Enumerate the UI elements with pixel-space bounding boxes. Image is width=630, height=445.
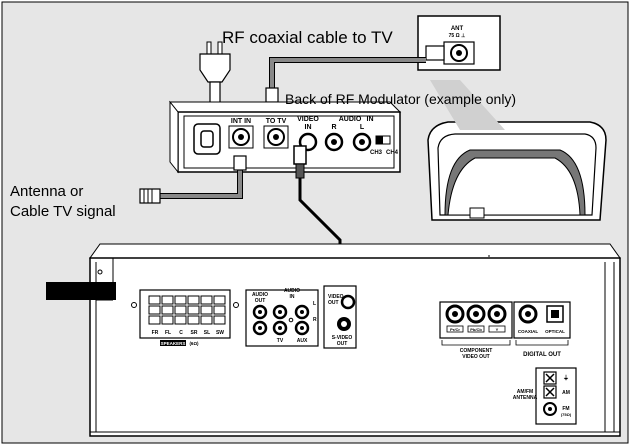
mod-audio-label: AUDIO: [339, 116, 362, 123]
mod-int-in-label: INT IN: [231, 118, 251, 125]
rf-modulator-box: INT IN TO TV VIDEO IN AUDIO IN R L CH3 C…: [168, 100, 402, 174]
mod-ch4-label: CH4: [386, 150, 399, 156]
speaker-terminal-slot: [213, 295, 226, 305]
speaker-terminal-slot: [174, 295, 187, 305]
svg-text:SPEAKERS: SPEAKERS: [161, 341, 186, 346]
speakers-tag: [160, 340, 186, 346]
speaker-terminal-slot: [187, 305, 200, 315]
am-fm-antenna-panel: ⏚ AM FM (75Ω) AM/FM ANTENNA: [513, 367, 577, 425]
audio-in-label-1: AUDIO: [284, 288, 300, 294]
speaker-terminal-slot: [200, 305, 213, 315]
speaker-terminal-slot: [148, 315, 161, 325]
video-out-label-1: VIDEO: [328, 294, 344, 300]
speaker-terminal-slot: [200, 295, 213, 305]
tv-antenna-panel: ANT 75 Ω ⊥: [417, 15, 501, 71]
speaker-terminal-slot: [187, 315, 200, 325]
modulator-label: Back of RF Modulator (example only): [285, 91, 516, 107]
speaker-terminal-slot: [213, 305, 226, 315]
am-fm-label-1: AM/FM: [517, 389, 533, 395]
audio-out-label-2: OUT: [255, 298, 266, 304]
speaker-terminal-slot: [213, 315, 226, 325]
spk-label-fl: FL: [165, 330, 171, 336]
component-label-1: COMPONENT: [460, 348, 493, 354]
mod-video-label: VIDEO: [297, 116, 319, 123]
rf-cable-plug: [265, 87, 279, 103]
antenna-plug: [139, 188, 161, 204]
audio-out-label-1: AUDIO: [252, 292, 268, 298]
speakers-ohm: (6Ω): [189, 341, 199, 346]
redaction-bar: [46, 282, 116, 300]
component-pb-label: Pb/Cb: [470, 327, 482, 332]
audio-jacks-panel: AUDIO OUT AUDIO IN L R TV AUX: [245, 288, 319, 347]
video-out-label-2: OUT: [328, 300, 339, 306]
am-label: AM: [562, 390, 570, 396]
mod-r-label: R: [331, 124, 336, 131]
am-fm-label-2: ANTENNA: [513, 395, 538, 401]
speaker-terminal-slot: [161, 295, 174, 305]
spk-label-fr: FR: [152, 330, 159, 336]
fm-ohm-label: (75Ω): [561, 412, 572, 417]
speaker-terminal-slot: [187, 295, 200, 305]
video-out-panel: VIDEO OUT S-VIDEO OUT: [323, 285, 357, 349]
spk-label-sw: SW: [216, 330, 224, 336]
component-video-panel: Pr/Cr Pb/Cb Y COMPONENT VIDEO OUT: [439, 301, 513, 360]
coaxial-label: COAXIAL: [518, 329, 539, 334]
audio-aux-label: AUX: [297, 338, 308, 344]
audio-in-label-2: IN: [290, 294, 295, 300]
audio-tv-label: TV: [277, 338, 284, 344]
video-out-jack: [340, 294, 356, 310]
fm-label: FM: [562, 406, 569, 412]
speaker-terminal-slot: [200, 315, 213, 325]
digital-out-label: DIGITAL OUT: [523, 352, 561, 358]
speaker-terminals: FR FL C SR SL SW SPEAKERS (6Ω): [131, 289, 239, 346]
tv-set: [427, 80, 607, 221]
speaker-terminal-slot: [148, 305, 161, 315]
audio-r-label: R: [313, 317, 317, 323]
antenna-label-line2: Cable TV signal: [10, 203, 116, 220]
mod-to-tv-label: TO TV: [266, 118, 287, 125]
antenna-label-line1: Antenna or: [10, 183, 83, 200]
component-pr-label: Pr/Cr: [450, 327, 460, 332]
speaker-terminal-slot: [174, 305, 187, 315]
digital-out-panel: COAXIAL OPTICAL DIGITAL OUT: [513, 301, 571, 358]
spk-label-sl: SL: [204, 330, 210, 336]
component-y-label: Y: [496, 327, 499, 332]
ground-symbol: ⏚: [563, 375, 569, 382]
speaker-terminal-slot: [148, 295, 161, 305]
mod-l-label: L: [360, 124, 365, 131]
speaker-terminal-slot: [161, 315, 174, 325]
spk-label-c: C: [179, 330, 183, 336]
tv-ant-sub-label: 75 Ω ⊥: [449, 33, 466, 39]
svideo-label-2: OUT: [337, 341, 348, 347]
component-label-2: VIDEO OUT: [462, 354, 490, 360]
speaker-terminal-slot: [174, 315, 187, 325]
optical-label: OPTICAL: [545, 329, 565, 334]
svideo-label-1: S-VIDEO: [332, 335, 353, 341]
mod-ch3-label: CH3: [370, 150, 383, 156]
rf-cable-label: RF coaxial cable to TV: [222, 28, 393, 47]
mod-audio-in-label: IN: [367, 116, 374, 123]
tv-ant-label: ANT: [451, 26, 464, 32]
speaker-terminal-slot: [161, 305, 174, 315]
mod-video-in-label: IN: [305, 124, 312, 131]
spk-label-sr: SR: [191, 330, 198, 336]
audio-l-label: L: [313, 301, 316, 307]
